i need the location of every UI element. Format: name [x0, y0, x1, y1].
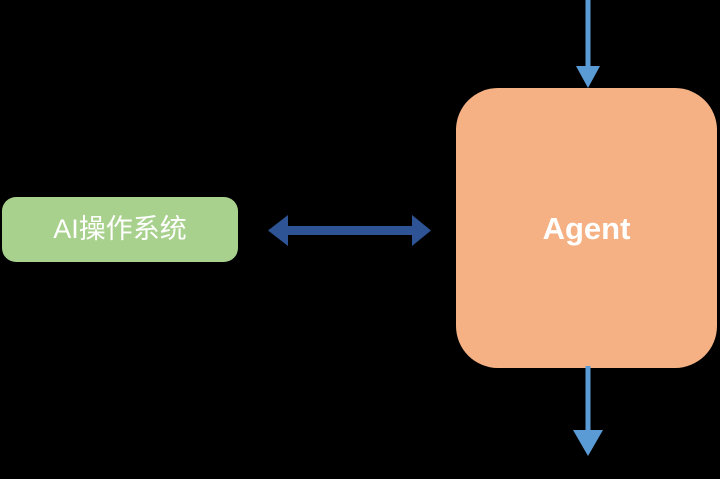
connector-inbound-arrow-down[interactable]	[576, 0, 600, 88]
bidirectional-arrow-shaft	[286, 226, 414, 235]
node-ai-operating-system-label: AI操作系统	[53, 214, 187, 244]
bidirectional-arrow-head-right-icon	[412, 215, 431, 246]
connector-bidirectional-arrow[interactable]	[268, 215, 431, 246]
node-ai-operating-system[interactable]: AI操作系统	[2, 197, 238, 262]
node-agent-label: Agent	[542, 210, 631, 246]
connector-outbound-arrow-down[interactable]	[573, 366, 603, 456]
bidirectional-arrow-head-left-icon	[268, 215, 288, 246]
outbound-arrow-head-icon	[573, 430, 603, 456]
node-agent[interactable]: Agent	[456, 88, 717, 368]
inbound-arrow-head-icon	[576, 66, 600, 88]
